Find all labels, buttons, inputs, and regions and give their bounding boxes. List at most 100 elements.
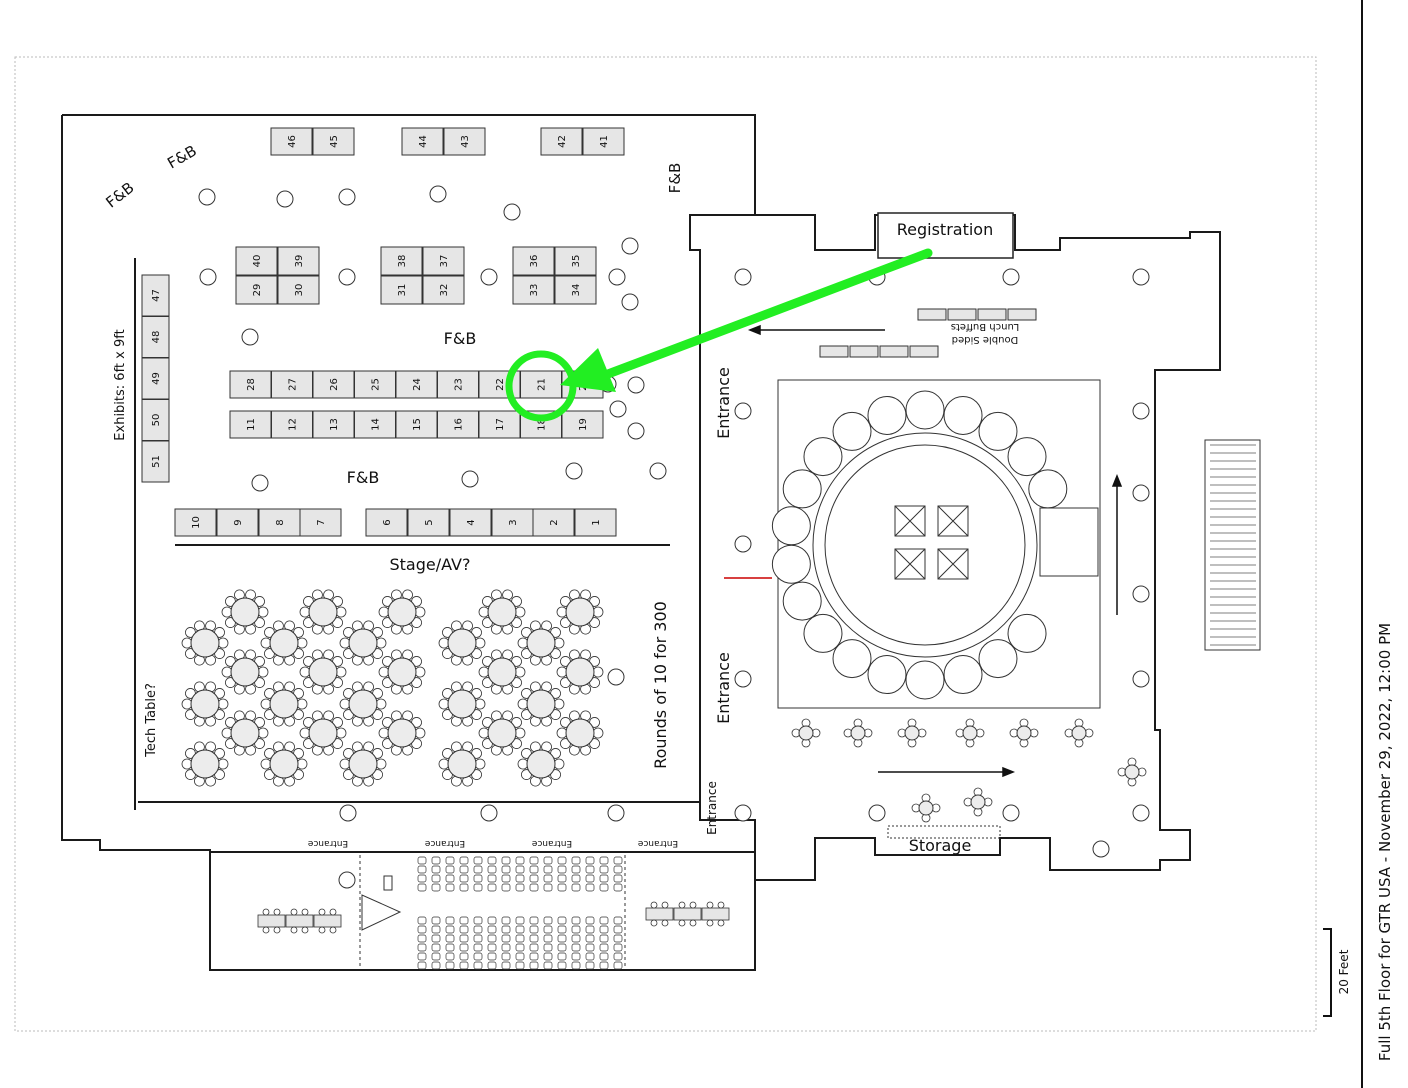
seat [515, 856, 525, 865]
fb-label-lower: F&B [347, 468, 380, 487]
booth-45: 45 [312, 127, 355, 156]
cocktail-table [955, 718, 985, 748]
high-top-table [199, 268, 217, 286]
hall-opening [1039, 507, 1099, 577]
high-top-table [609, 400, 627, 418]
booth-number: 16 [454, 418, 465, 431]
entrance-label-2: Entrance [714, 652, 733, 724]
booth-41: 41 [582, 127, 625, 156]
seat [599, 874, 609, 883]
meeting-table [257, 914, 286, 928]
booth-number: 19 [578, 418, 589, 431]
high-top-table [338, 268, 356, 286]
seat [571, 961, 581, 970]
seat [529, 934, 539, 943]
high-top-table [649, 462, 667, 480]
lobe-seat [782, 581, 822, 621]
seat [599, 943, 609, 952]
cocktail-table [897, 718, 927, 748]
booth-25: 25 [354, 370, 396, 399]
meeting-room-seating [257, 856, 730, 970]
seat [431, 874, 441, 883]
booth-number: 3 [508, 519, 519, 525]
booth-number: 6 [382, 519, 393, 525]
booth-number: 38 [397, 255, 408, 268]
booth-number: 49 [151, 372, 162, 385]
seat [543, 952, 553, 961]
booth-number: 46 [287, 135, 298, 148]
seat [543, 865, 553, 874]
seat [571, 856, 581, 865]
seat [431, 856, 441, 865]
booth-50: 50 [141, 399, 170, 441]
round-table [378, 710, 426, 756]
seat [431, 961, 441, 970]
seat [417, 952, 427, 961]
booth-number: 43 [460, 135, 471, 148]
seat [417, 874, 427, 883]
booth-number: 48 [151, 331, 162, 344]
small-entrance-1: Entrance [307, 838, 348, 848]
seat [459, 874, 469, 883]
seat [515, 925, 525, 934]
seat [431, 916, 441, 925]
round-table [438, 741, 486, 787]
booth-6: 6 [365, 508, 408, 537]
booth-number: 42 [557, 135, 568, 148]
seat [501, 856, 511, 865]
seat [585, 961, 595, 970]
cocktail-table [911, 793, 941, 823]
high-top-table [1132, 804, 1150, 822]
high-top-table [607, 668, 625, 686]
high-top-table [1132, 402, 1150, 420]
booth-40: 40 [235, 246, 278, 276]
seat [599, 856, 609, 865]
storage-label: Storage [909, 836, 972, 855]
booth-33: 33 [512, 275, 555, 305]
booth-number: 13 [329, 418, 340, 431]
seat [571, 925, 581, 934]
seat [487, 865, 497, 874]
seat [515, 874, 525, 883]
booth-number: 8 [275, 519, 286, 525]
lobe-seat [832, 411, 872, 451]
stage-label: Stage/AV? [390, 555, 471, 574]
booth-47: 47 [141, 274, 170, 317]
seat [473, 925, 483, 934]
booth-39: 39 [277, 246, 320, 276]
seat [445, 943, 455, 952]
seat [585, 925, 595, 934]
podium [383, 875, 393, 891]
seat [585, 916, 595, 925]
lobe-seat [803, 437, 843, 477]
booth-35: 35 [554, 246, 597, 276]
seat [473, 865, 483, 874]
seat [571, 874, 581, 883]
high-top-table [607, 804, 625, 822]
high-top-table [608, 268, 626, 286]
seat [557, 874, 567, 883]
high-top-table [1002, 804, 1020, 822]
seat [487, 874, 497, 883]
round-table [378, 589, 426, 635]
seat [431, 943, 441, 952]
seat [501, 961, 511, 970]
round-table [378, 649, 426, 695]
seat [501, 943, 511, 952]
seat [459, 865, 469, 874]
high-top-table [480, 268, 498, 286]
fb-label-corner-1: F&B [102, 178, 137, 211]
high-top-table [1132, 670, 1150, 688]
seat [529, 952, 539, 961]
booth-number: 27 [288, 378, 299, 391]
seat [557, 943, 567, 952]
seat [459, 916, 469, 925]
booth-number: 33 [529, 284, 540, 297]
seat [529, 916, 539, 925]
seat [529, 925, 539, 934]
seat [487, 916, 497, 925]
seat [613, 865, 623, 874]
seat [445, 916, 455, 925]
round-table [478, 649, 526, 695]
